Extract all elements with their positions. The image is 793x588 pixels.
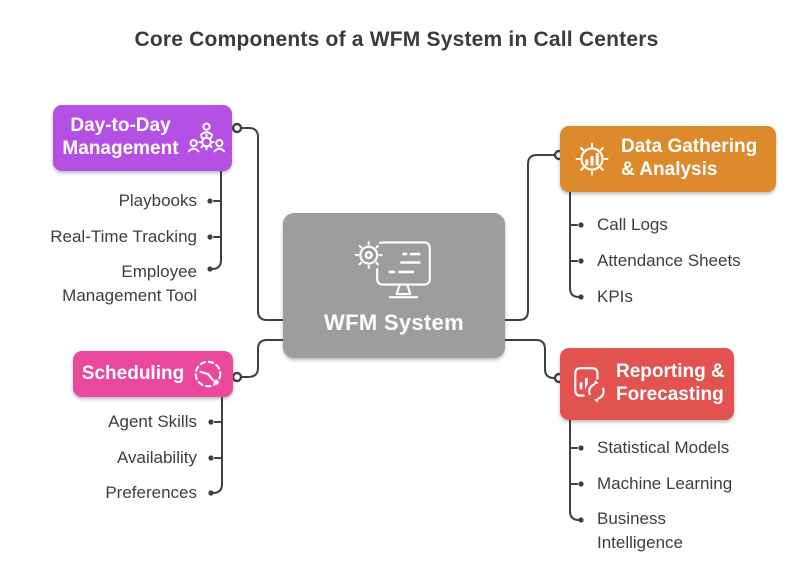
report-refresh-icon bbox=[570, 365, 608, 403]
branch-scheduling: Scheduling bbox=[73, 351, 233, 397]
sub-item: Call Logs bbox=[597, 215, 668, 234]
sub-item: Playbooks bbox=[118, 191, 197, 210]
team-gear-icon bbox=[187, 122, 225, 155]
branch-label: Day-to-Day Management bbox=[62, 115, 179, 159]
branch-label: Data Gathering & Analysis bbox=[621, 136, 758, 180]
sub-item: Machine Learning bbox=[597, 474, 733, 493]
branch-day-to-day-management: Day-to-Day Management bbox=[53, 105, 232, 171]
monitor-gear-icon bbox=[354, 240, 434, 306]
sub-item: KPIs bbox=[597, 287, 633, 306]
sub-item: Business Intelligence bbox=[597, 509, 684, 552]
sub-item: Real-Time Tracking bbox=[50, 227, 197, 246]
branch-data-gathering-analysis: Data Gathering & Analysis bbox=[560, 126, 776, 192]
wfm-system-label: WFM System bbox=[324, 310, 464, 336]
diagram-title: Core Components of a WFM System in Call … bbox=[134, 28, 659, 51]
sub-item: Preferences bbox=[105, 483, 197, 502]
branch-reporting-forecasting: Reporting & Forecasting bbox=[560, 348, 734, 420]
branch-label: Scheduling bbox=[81, 362, 185, 384]
wfm-system-box: WFM System bbox=[283, 213, 505, 358]
sub-item: Employee Management Tool bbox=[62, 262, 197, 305]
branch-label: Reporting & Forecasting bbox=[616, 361, 725, 405]
gear-chart-icon bbox=[572, 139, 612, 179]
sub-item: Statistical Models bbox=[597, 438, 730, 457]
clock-icon bbox=[192, 358, 224, 390]
sub-item: Agent Skills bbox=[108, 412, 197, 431]
sub-item: Availability bbox=[116, 448, 197, 467]
sub-item: Attendance Sheets bbox=[597, 251, 741, 270]
